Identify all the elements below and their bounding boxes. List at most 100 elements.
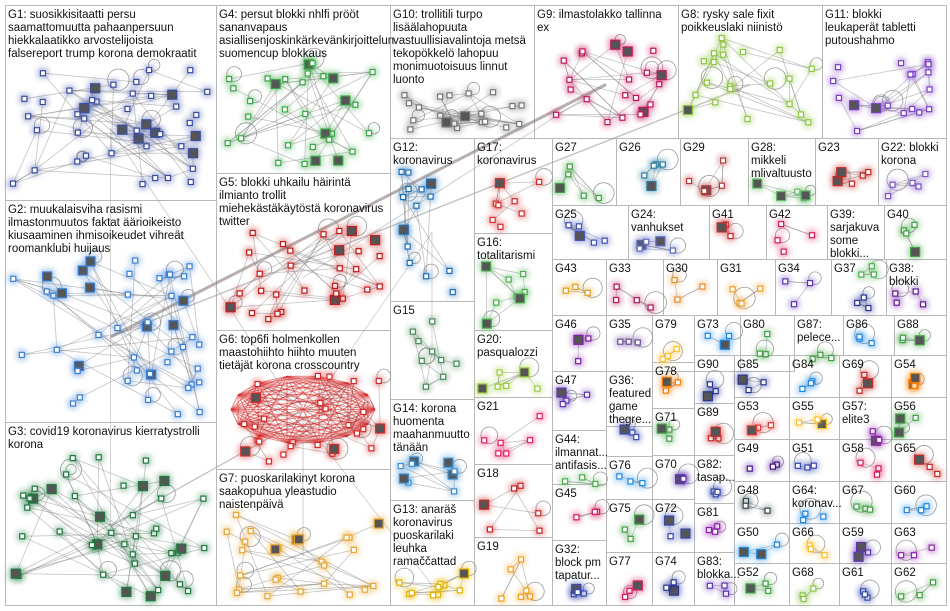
node — [721, 158, 726, 163]
group-label-line: G39: — [830, 209, 855, 221]
node — [862, 592, 867, 597]
node — [40, 71, 45, 76]
group-label-line: pasqualozzi — [477, 347, 538, 359]
edge — [343, 286, 380, 298]
node — [64, 472, 69, 477]
node — [327, 374, 332, 379]
node — [366, 131, 371, 136]
group-label-g10: G10: trollitili turpolisäälahopuutavastu… — [393, 9, 527, 86]
node — [240, 548, 245, 553]
edge — [90, 261, 151, 374]
node — [683, 106, 692, 115]
node — [715, 489, 720, 494]
node — [75, 112, 80, 117]
group-label-line: korona — [881, 155, 917, 167]
edge — [408, 483, 454, 492]
node — [75, 368, 80, 373]
node — [175, 412, 180, 417]
node — [781, 249, 786, 254]
node — [753, 179, 762, 188]
node — [371, 583, 376, 588]
node — [566, 172, 571, 177]
node — [205, 89, 210, 94]
node — [584, 97, 589, 102]
node — [419, 358, 424, 363]
node — [836, 95, 841, 100]
node — [377, 254, 382, 259]
node — [322, 581, 327, 586]
group-label-g41: G41 — [712, 209, 734, 221]
node — [915, 336, 924, 345]
node — [145, 320, 150, 325]
node — [554, 112, 559, 117]
node — [337, 229, 342, 234]
node — [634, 95, 639, 100]
node — [713, 529, 718, 534]
group-label-line: G76 — [609, 460, 631, 472]
node — [416, 339, 421, 344]
node — [775, 238, 780, 243]
node — [302, 288, 307, 293]
node — [90, 98, 95, 103]
group-label-g57: G57:elite3 — [842, 401, 870, 426]
node — [926, 62, 931, 67]
group-label-g67: G67 — [842, 485, 864, 497]
group-label-g1: G1: suosikkisitaatti persusaamattomuutta… — [8, 9, 197, 60]
node — [283, 77, 288, 82]
group-label-g32: G32:block pmtapatur... — [555, 544, 601, 582]
group-label-line: G73 — [697, 319, 719, 331]
edge — [241, 138, 305, 164]
node — [567, 164, 572, 169]
node — [912, 222, 917, 227]
node — [787, 102, 792, 107]
group-label-g26: G26 — [619, 142, 641, 154]
node — [806, 120, 811, 125]
node — [168, 90, 177, 99]
node — [738, 375, 747, 384]
node — [156, 588, 161, 593]
node — [337, 266, 342, 271]
group-label-g56: G56 — [894, 401, 916, 413]
node — [197, 410, 202, 415]
node — [770, 464, 775, 469]
group-label-g22: G22: blokkikorona — [881, 142, 939, 167]
group-label-line: G34 — [778, 263, 800, 275]
node — [167, 272, 172, 277]
group-label-g7: G7: puoskarilakinyt koronasaakopuhua yle… — [219, 473, 356, 511]
group-label-g4: G4: persut blokki nhlfi pröötsananvapaus… — [219, 9, 394, 60]
node — [447, 268, 452, 273]
node — [504, 125, 509, 130]
node — [266, 317, 271, 322]
node — [140, 182, 145, 187]
node — [757, 550, 766, 559]
node — [644, 70, 649, 75]
node — [461, 112, 470, 121]
node — [194, 112, 199, 117]
node — [602, 238, 607, 243]
node — [96, 455, 101, 460]
node — [868, 507, 873, 512]
node — [165, 360, 170, 365]
node — [720, 340, 729, 349]
node — [275, 311, 280, 316]
node — [656, 237, 665, 246]
node — [288, 248, 293, 253]
group-label-line: G89 — [697, 407, 719, 419]
node — [125, 106, 130, 111]
group-label-line: G50 — [737, 527, 759, 539]
group-label-g87: G87:pelece... — [797, 319, 840, 344]
node — [912, 553, 917, 558]
group-label-line: G33 — [609, 263, 631, 275]
group-label-line: vanhukset — [631, 222, 684, 234]
node — [20, 534, 25, 539]
node — [34, 128, 39, 133]
node — [900, 335, 905, 340]
edge — [278, 578, 324, 584]
group-label-line: G44: — [555, 434, 580, 446]
node — [519, 103, 524, 108]
node — [430, 319, 435, 324]
node — [54, 347, 59, 352]
group-label-line: G67 — [842, 485, 864, 497]
group-label-line: G53 — [737, 401, 759, 413]
node — [411, 118, 416, 123]
